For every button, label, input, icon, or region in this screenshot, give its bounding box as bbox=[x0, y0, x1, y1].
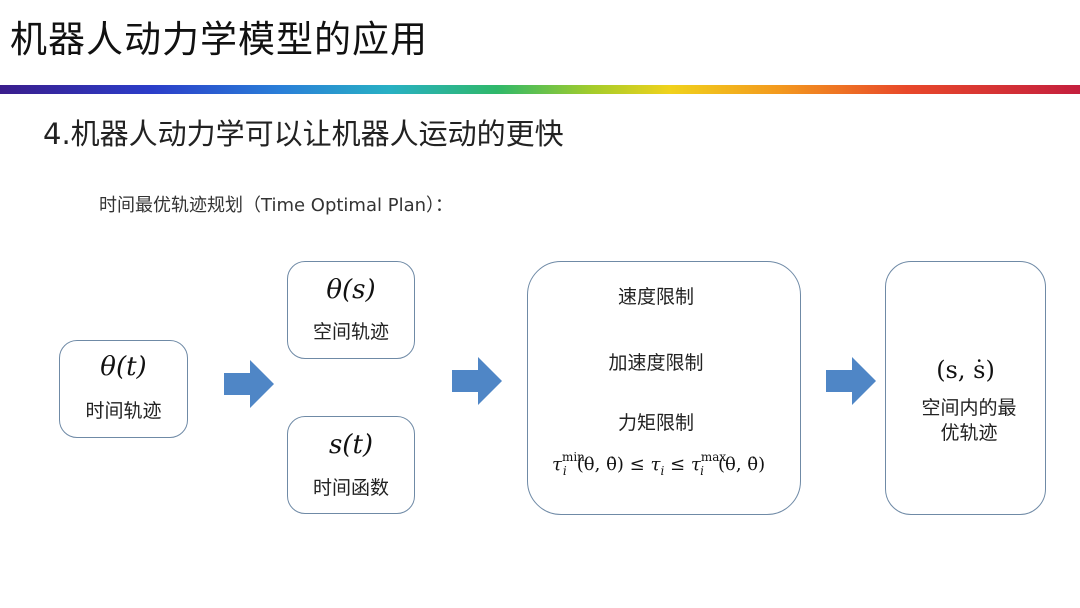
slide-title: 机器人动力学模型的应用 bbox=[10, 18, 428, 61]
label-time-function: 时间函数 bbox=[312, 477, 389, 499]
limit-velocity: 速度限制 bbox=[617, 286, 694, 308]
box-time-function bbox=[287, 416, 415, 514]
box-space-trajectory bbox=[287, 261, 415, 359]
label-optimal-line1: 空间内的最 bbox=[921, 397, 1017, 419]
right-arrow-icon bbox=[224, 360, 274, 408]
formula-theta-t: θ(t) bbox=[100, 352, 147, 382]
formula-theta-s: θ(s) bbox=[326, 275, 376, 305]
limit-acceleration: 加速度限制 bbox=[608, 352, 704, 374]
label-space-trajectory: 空间轨迹 bbox=[312, 321, 389, 343]
box-limits bbox=[527, 261, 801, 515]
right-arrow-icon bbox=[452, 357, 502, 405]
right-arrow-icon bbox=[826, 357, 876, 405]
formula-s-t: s(t) bbox=[328, 430, 374, 460]
label-time-trajectory: 时间轨迹 bbox=[85, 400, 162, 422]
torque-constraint-formula: τmini(θ, θ̇) ≤ τi ≤ τmaxi(θ, θ̇) bbox=[552, 450, 766, 478]
caption: 时间最优轨迹规划（Time Optimal Plan）： bbox=[99, 195, 454, 216]
box-time-trajectory bbox=[59, 340, 188, 438]
formula-s-sdot: (s, ṡ) bbox=[936, 356, 995, 384]
title-rainbow-divider bbox=[0, 85, 1080, 94]
limit-torque: 力矩限制 bbox=[617, 412, 694, 434]
slide-subtitle: 4.机器人动力学可以让机器人运动的更快 bbox=[43, 117, 564, 151]
label-optimal-line2: 优轨迹 bbox=[940, 422, 998, 444]
box-optimal-trajectory bbox=[885, 261, 1046, 515]
